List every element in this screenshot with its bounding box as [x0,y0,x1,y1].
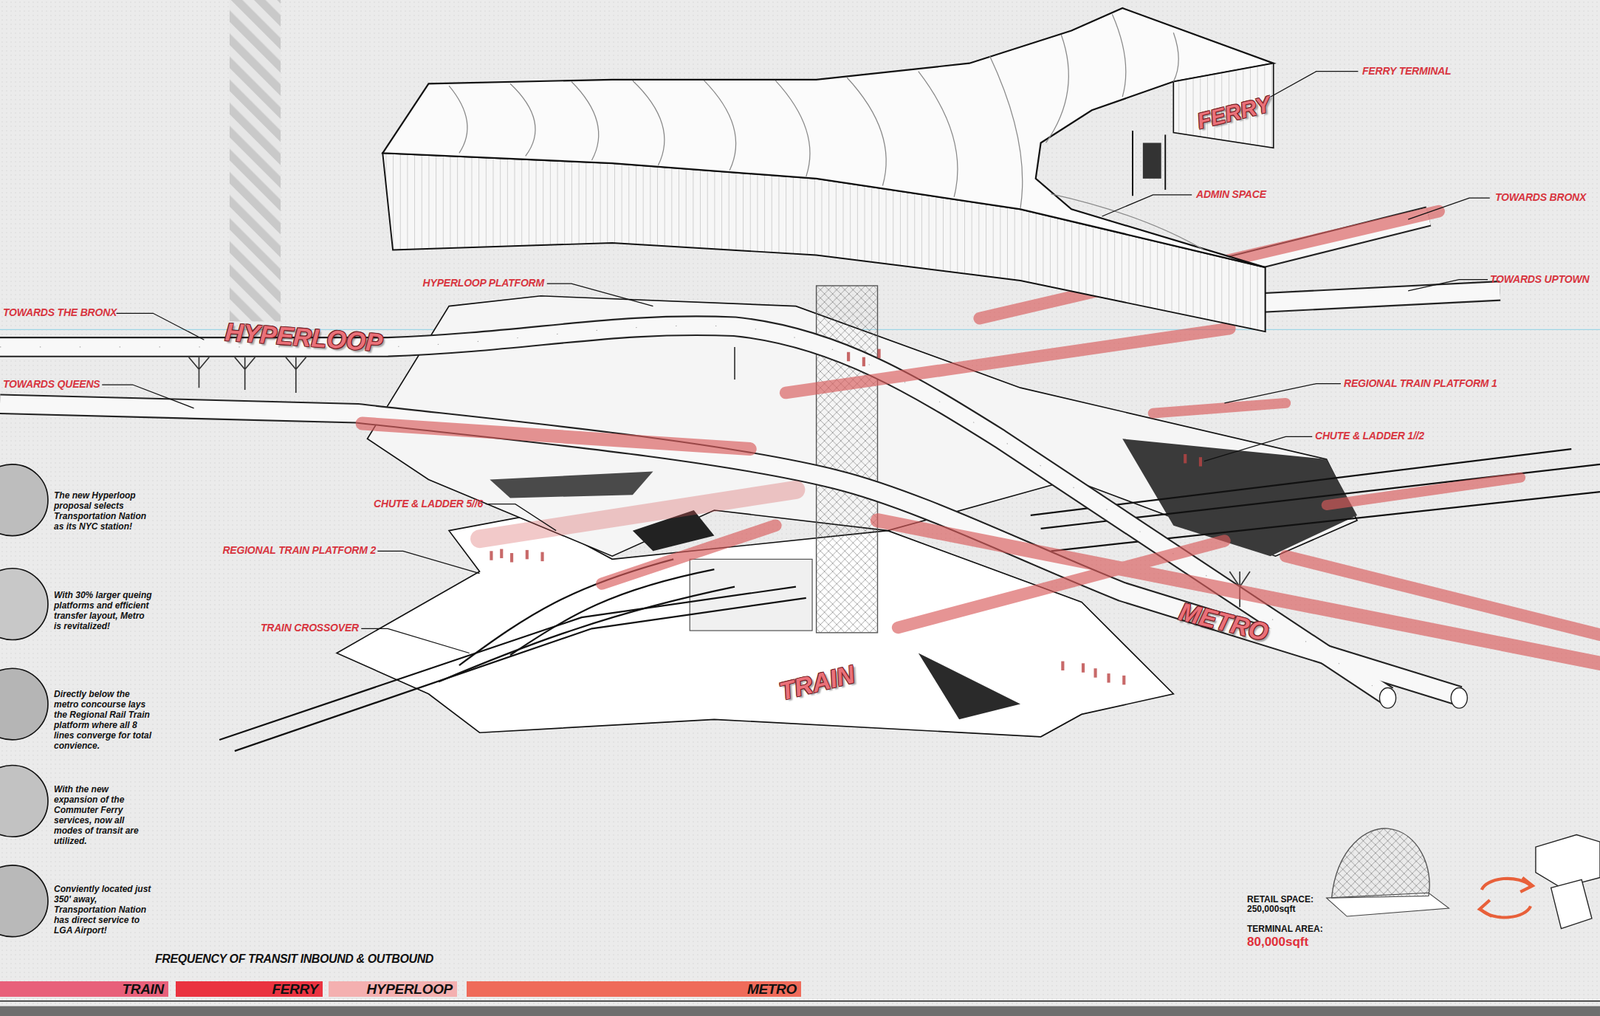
legend-text: HYPERLOOP [366,981,453,997]
callout-label: TRAIN CROSSOVER [260,621,359,635]
callout-label: TOWARDS BRONX [1495,191,1586,204]
area-figure: 80,000sqft [1247,934,1309,950]
mode-title: HYPERLOOP [224,317,384,357]
callout-label: TOWARDS THE BRONX [2,306,117,319]
mode-title: METRO [1176,597,1271,647]
callout-label: REGIONAL TRAIN PLATFORM 2 [222,544,376,557]
mode-title: TRAIN [776,659,858,706]
legend-text: TRAIN [121,981,164,997]
mode-title: FERRY [1193,90,1273,136]
side-note: The new Hyperloop proposal selects Trans… [53,490,153,532]
legend-bar: HYPERLOOP [328,981,458,997]
callout-label: ADMIN SPACE [1196,188,1267,201]
callout-label: HYPERLOOP PLATFORM [423,276,545,290]
side-note: Conviently located just 350' away, Trans… [53,883,153,936]
legend-heading: FREQUENCY OF TRANSIT INBOUND & OUTBOUND [155,952,434,966]
callout-label: REGIONAL TRAIN PLATFORM 1 [1343,377,1498,390]
callout-label: TOWARDS QUEENS [2,378,101,391]
callout-label: CHUTE & LADDER 5//6 [373,497,483,511]
area-figure: TERMINAL AREA: [1247,924,1329,935]
legend-bar: METRO [466,981,802,997]
legend-bar: FERRY [175,981,323,997]
area-figure: RETAIL SPACE: 250,000sqft [1247,894,1329,915]
legend-bar: TRAIN [0,981,169,997]
side-note: Directly below the metro concourse lays … [53,688,153,751]
callout-label: TOWARDS UPTOWN [1489,273,1589,286]
legend-text: METRO [747,981,797,997]
legend-text: FERRY [271,981,319,997]
callout-label: CHUTE & LADDER 1//2 [1314,429,1425,443]
side-note: With 30% larger queing platforms and eff… [53,589,153,632]
callout-label: FERRY TERMINAL [1362,64,1451,78]
side-note: With the new expansion of the Commuter F… [53,784,153,847]
